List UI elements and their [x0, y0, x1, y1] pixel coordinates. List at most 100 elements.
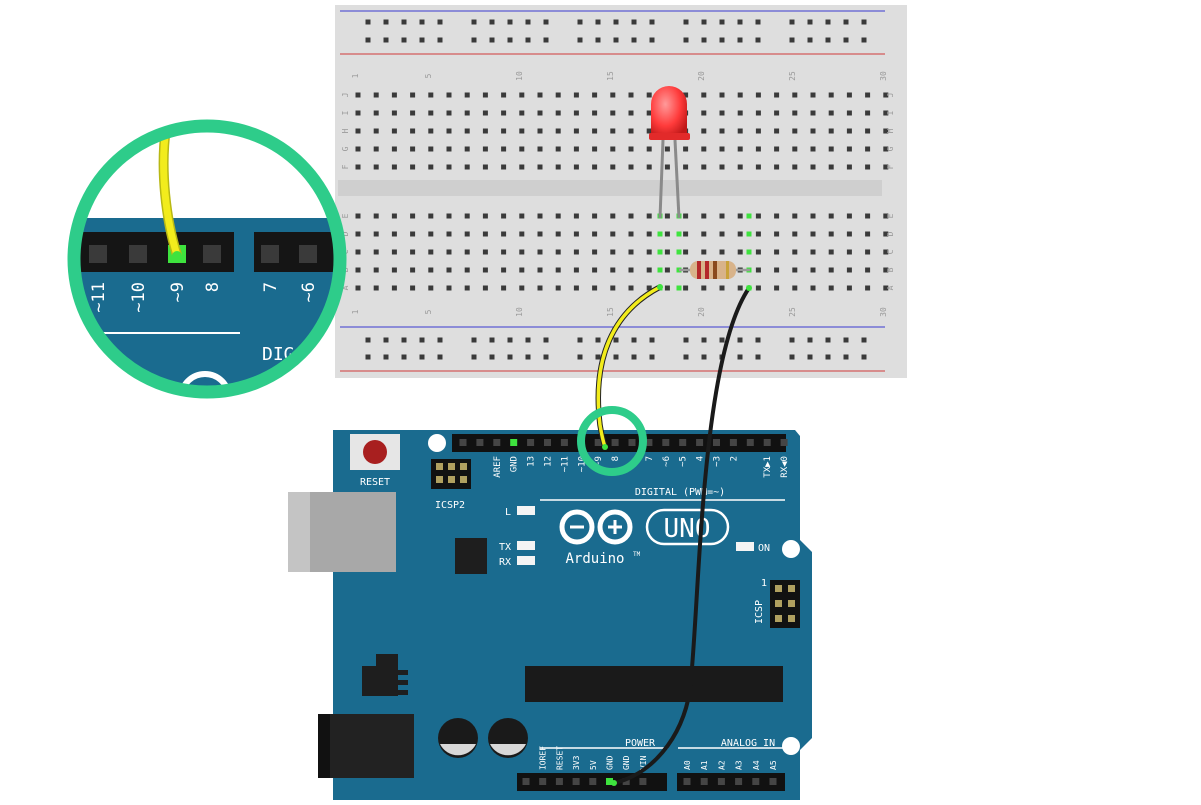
header-hole: [729, 439, 737, 446]
row-letter: C: [886, 249, 895, 254]
breadboard-hole: [810, 213, 816, 219]
led-rx: [517, 556, 535, 565]
row-letter: J: [341, 93, 350, 98]
breadboard-hole: [391, 231, 397, 237]
analog-pin-label: A1: [700, 760, 709, 770]
breadboard-hole: [628, 164, 634, 170]
center-channel: [338, 180, 882, 196]
breadboard-hole: [519, 146, 525, 152]
breadboard-hole: [701, 164, 707, 170]
led-tx-label: TX: [499, 542, 511, 553]
rail-hole: [631, 337, 637, 343]
rail-hole: [471, 354, 477, 360]
header-hole: [717, 778, 725, 785]
breadboard-hole: [428, 110, 434, 116]
connected-hole: [676, 231, 682, 237]
rail-hole: [631, 19, 637, 25]
rail-hole: [755, 354, 761, 360]
icsp-block: [770, 580, 800, 628]
red-led: [649, 86, 690, 219]
breadboard-hole: [501, 213, 507, 219]
breadboard-hole: [501, 231, 507, 237]
column-number: 25: [788, 307, 797, 317]
breadboard-hole: [519, 213, 525, 219]
breadboard-hole: [373, 128, 379, 134]
rail-hole: [419, 337, 425, 343]
breadboard-hole: [355, 110, 361, 116]
breadboard-hole: [555, 164, 561, 170]
column-number: 10: [515, 307, 524, 317]
breadboard-hole: [846, 267, 852, 273]
breadboard-hole: [519, 128, 525, 134]
rail-hole: [383, 337, 389, 343]
breadboard-hole: [664, 164, 670, 170]
zoom-header-hole: [203, 245, 221, 263]
breadboard-hole: [482, 146, 488, 152]
rail-hole: [525, 19, 531, 25]
breadboard-hole: [701, 110, 707, 116]
breadboard-hole: [482, 110, 488, 116]
connected-hole: [746, 213, 752, 219]
breadboard-hole: [592, 128, 598, 134]
breadboard-hole: [664, 285, 670, 291]
column-number: 1: [351, 309, 360, 314]
rail-hole: [649, 337, 655, 343]
row-letter: G: [886, 146, 895, 151]
connected-hole: [746, 249, 752, 255]
rail-hole: [631, 37, 637, 43]
brand-label: Arduino: [565, 551, 624, 567]
row-letter: F: [886, 164, 895, 169]
icsp-header: [770, 580, 800, 628]
column-number: 25: [788, 71, 797, 81]
rail-hole: [807, 19, 813, 25]
breadboard-hole: [792, 249, 798, 255]
breadboard-hole: [701, 213, 707, 219]
digital-pin-label: 13: [527, 456, 537, 467]
breadboard-hole: [592, 164, 598, 170]
header-hole: [572, 778, 580, 785]
breadboard-hole: [555, 110, 561, 116]
analog-pin-label: A4: [752, 760, 761, 770]
breadboard-hole: [410, 231, 416, 237]
rail-hole: [471, 37, 477, 43]
zoom-pin-label: ~6: [299, 282, 319, 302]
rail-hole: [861, 19, 867, 25]
digital-label: DIGITAL (PWM=~): [635, 487, 725, 498]
breadboard-hole: [883, 231, 889, 237]
breadboard-hole: [446, 213, 452, 219]
rail-hole: [683, 337, 689, 343]
header-hole: [746, 439, 754, 446]
breadboard-hole: [446, 92, 452, 98]
breadboard-hole: [883, 128, 889, 134]
breadboard-hole: [537, 92, 543, 98]
digital-pin-label: ~3: [713, 456, 723, 467]
breadboard-hole: [883, 92, 889, 98]
power-label: POWER: [625, 738, 656, 749]
breadboard-hole: [646, 146, 652, 152]
breadboard-hole: [628, 249, 634, 255]
breadboard-hole: [883, 164, 889, 170]
breadboard-hole: [701, 231, 707, 237]
rail-hole: [807, 337, 813, 343]
board-outline: [333, 430, 812, 800]
breadboard-hole: [482, 213, 488, 219]
rail-hole: [737, 37, 743, 43]
breadboard-hole: [646, 92, 652, 98]
rail-hole: [701, 19, 707, 25]
breadboard-hole: [391, 92, 397, 98]
header-hole: [493, 439, 501, 446]
breadboard-hole: [555, 92, 561, 98]
breadboard-hole: [373, 146, 379, 152]
rail-hole: [577, 37, 583, 43]
digital-pin-label: 8: [611, 456, 621, 461]
rail-hole: [437, 337, 443, 343]
breadboard-hole: [846, 285, 852, 291]
rail-hole: [613, 37, 619, 43]
led-l: [517, 506, 535, 515]
analog-pin-label: A2: [717, 760, 726, 770]
rail-hole: [401, 19, 407, 25]
led-on: [736, 542, 754, 551]
resistor-band-3: [713, 261, 717, 279]
